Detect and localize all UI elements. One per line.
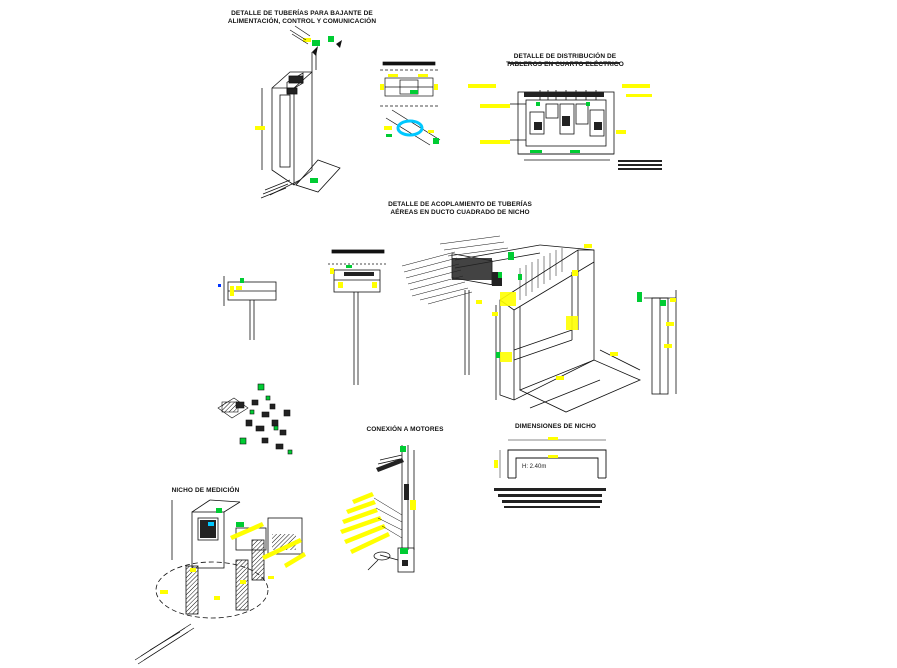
title-conexion-motores: CONEXIÓN A MOTORES [366,426,444,433]
title-bajante-line1: DETALLE DE TUBERÍAS PARA BAJANTE DE [231,10,373,17]
scattered-fittings [217,383,293,455]
title-bajante: DETALLE DE TUBERÍAS PARA BAJANTE DE ALIM… [222,10,382,25]
bracket-pole-annotations [330,265,377,288]
conduit-section-annotations [380,74,439,144]
bajante-cabinet-detail [261,52,341,196]
conduit-section-detail [380,61,441,146]
nicho-medicion-annotations [134,508,306,665]
title-acoplamiento-line2: AÉREAS EN DUCTO CUADRADO DE NICHO [390,208,530,216]
bracket-small-annotations [218,278,244,296]
bracket-detail-small [223,276,277,340]
acoplamiento-annotations [452,244,618,380]
bracket-pole-detail [328,249,386,385]
nicho-medicion-detail [155,499,303,619]
acoplamiento-hatching [401,235,563,305]
title-nicho-medicion: NICHO DE MEDICIÓN [171,487,240,494]
title-dimensiones-nicho: DIMENSIONES DE NICHO [514,423,597,430]
dimensiones-nicho-detail [499,439,607,479]
title-distribucion-line1: DETALLE DE DISTRIBUCIÓN DE [513,53,617,60]
conexion-motores-annotations [340,446,416,566]
dimensiones-nicho-annotations [494,437,606,508]
title-acoplamiento-line1: DETALLE DE ACOPLAMIENTO DE TUBERÍAS [388,201,532,208]
title-acoplamiento: DETALLE DE ACOPLAMIENTO DE TUBERÍAS AÉRE… [375,201,545,216]
side-elevation-annotations [637,292,676,348]
tableros-annotations [468,62,662,170]
height-dimension-label: H: 2.40m [522,464,547,470]
title-bajante-line2: ALIMENTACIÓN, CONTROL Y COMUNICACIÓN [227,17,377,25]
bajante-annotations [255,25,342,199]
